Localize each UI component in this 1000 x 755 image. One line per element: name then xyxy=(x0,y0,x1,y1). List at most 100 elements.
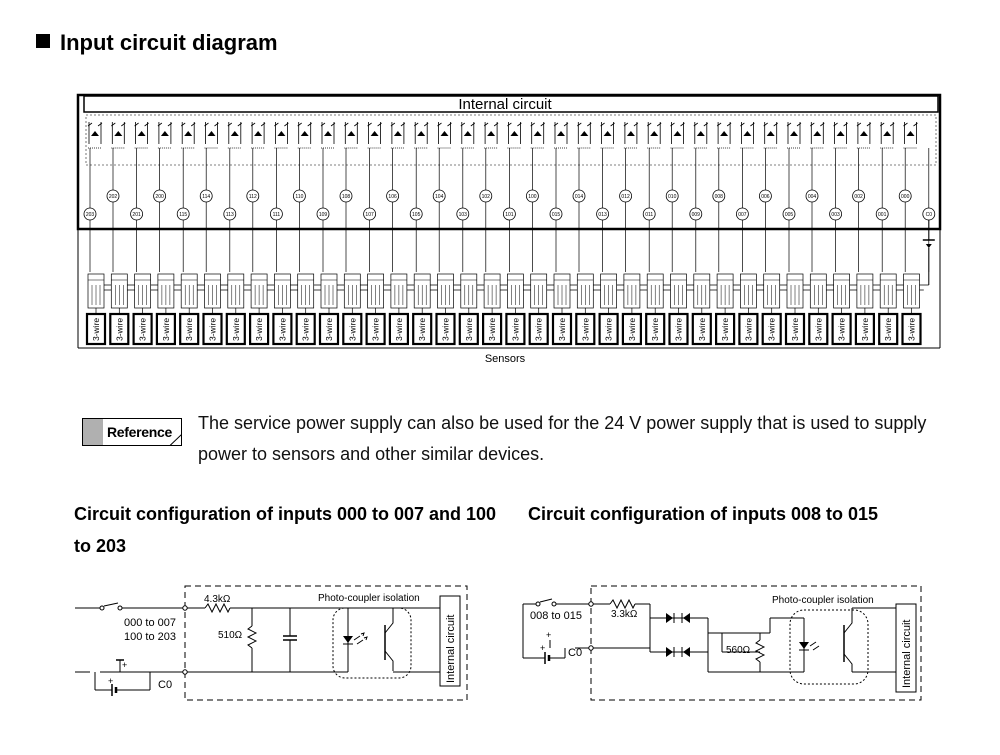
sensor-block: 3-wire xyxy=(528,273,549,346)
optocoupler-unit xyxy=(204,122,219,149)
sensor-label: 3-wire xyxy=(650,318,660,341)
terminal-label: 105 xyxy=(412,212,421,218)
sensor-label: 3-wire xyxy=(487,318,497,341)
terminal-circle xyxy=(642,207,656,221)
svg-text:+: + xyxy=(122,660,127,670)
sensor-block: 3-wire xyxy=(179,273,200,346)
internal-circuit-label-right: Internal circuit xyxy=(901,620,913,688)
sensor-block: 3-wire xyxy=(901,273,922,346)
sensor-label: 3-wire xyxy=(114,318,124,341)
sensor-block: 3-wire xyxy=(505,273,526,346)
internal-circuit-label-left: Internal circuit xyxy=(445,615,457,683)
sensor-label: 3-wire xyxy=(324,318,334,341)
terminal-circle xyxy=(432,189,446,203)
terminal-label: 106 xyxy=(388,194,397,200)
terminal-label: 201 xyxy=(132,212,141,218)
resistor-1-label-right: 3.3kΩ xyxy=(611,609,638,620)
sensor-label: 3-wire xyxy=(674,318,684,341)
sensor-block: 3-wire xyxy=(575,273,596,346)
optocoupler-unit xyxy=(903,122,918,149)
sensor-label: 3-wire xyxy=(767,318,777,341)
terminal-circle xyxy=(549,207,563,221)
terminal-circle xyxy=(456,207,470,221)
terminal-label: 103 xyxy=(459,212,468,218)
terminal-label: 202 xyxy=(109,194,118,200)
terminal-circle xyxy=(526,189,539,203)
sensor-block: 3-wire xyxy=(645,273,666,346)
sensor-block: 3-wire xyxy=(784,273,806,346)
sensor-block: 3-wire xyxy=(132,273,153,346)
optocoupler-unit xyxy=(716,122,732,149)
sensor-block: 3-wire xyxy=(388,273,409,346)
terminal-circle xyxy=(339,189,353,203)
terminal-label: 107 xyxy=(365,212,374,218)
sensor-block: 3-wire xyxy=(365,273,386,346)
optocoupler-unit xyxy=(507,122,522,149)
optocoupler-unit xyxy=(460,122,476,149)
diode-icon xyxy=(666,613,673,623)
terminal-circle xyxy=(898,189,912,203)
terminal-circle xyxy=(83,207,97,221)
sensor-block: 3-wire xyxy=(482,273,503,346)
reference-label: Reference xyxy=(107,424,173,440)
sensor-label: 3-wire xyxy=(417,318,427,341)
internal-circuit-box-left xyxy=(439,595,461,687)
common-label-left: C0 xyxy=(158,679,172,691)
reference-badge-tab xyxy=(83,419,103,445)
optocoupler-unit xyxy=(320,122,336,149)
sensor-label: 3-wire xyxy=(907,318,917,341)
config-circuit-left: 4.3kΩ 510Ω Photo-coupler isolation Inter… xyxy=(75,585,468,701)
terminal-circle xyxy=(292,189,306,203)
sensor-label: 3-wire xyxy=(743,318,753,341)
page-title-text: Input circuit diagram xyxy=(60,30,278,55)
terminal-circle xyxy=(246,189,260,203)
optocoupler-unit xyxy=(600,122,615,149)
optocoupler-unit xyxy=(646,122,662,149)
terminal-label: 113 xyxy=(226,212,234,218)
sensor-label: 3-wire xyxy=(464,318,474,341)
internal-circuit-bar xyxy=(83,95,939,113)
terminal-label: 011 xyxy=(645,212,653,218)
terminal-circle xyxy=(619,189,632,203)
svg-text:+: + xyxy=(546,630,551,640)
terminal-label: 010 xyxy=(668,194,677,200)
isolation-label-left: Photo-coupler isolation xyxy=(318,593,420,604)
common-label-right: C0 xyxy=(568,647,582,659)
reference-badge xyxy=(82,418,182,446)
svg-text:+: + xyxy=(108,676,113,686)
input-label-right: 008 to 015 xyxy=(530,610,582,622)
sensor-block: 3-wire xyxy=(598,273,619,346)
resistor-1-label: 4.3kΩ xyxy=(204,594,231,605)
internal-circuit-label: Internal circuit xyxy=(458,96,552,113)
terminal-label: 007 xyxy=(738,212,747,218)
terminal-circle xyxy=(572,189,586,203)
sensor-label: 3-wire xyxy=(161,318,171,341)
sensor-block: 3-wire xyxy=(458,273,479,346)
terminal-label: 109 xyxy=(319,212,328,218)
sensor-label: 3-wire xyxy=(371,318,381,341)
optocoupler-unit xyxy=(390,122,406,149)
terminal-label: 005 xyxy=(785,212,794,218)
terminal-label: 110 xyxy=(295,194,303,200)
sensor-label: 3-wire xyxy=(790,318,800,341)
terminal-label: 012 xyxy=(621,194,630,200)
terminal-circle xyxy=(875,207,889,221)
sensor-block: 3-wire xyxy=(668,273,689,346)
terminal-circle xyxy=(269,207,283,221)
sensor-label: 3-wire xyxy=(301,318,311,341)
optocoupler-unit xyxy=(297,122,312,149)
optocoupler-unit xyxy=(623,122,639,149)
sensor-block: 3-wire xyxy=(738,273,759,346)
config-circuit-right: 3.3kΩ 560Ω Photo-coupler isolati xyxy=(522,585,922,701)
sensor-block: 3-wire xyxy=(412,273,433,346)
terminal-circle xyxy=(805,189,819,203)
terminal-label: 112 xyxy=(249,194,257,200)
config-right-title: Circuit configuration of inputs 008 to 0… xyxy=(528,504,879,524)
internal-circuit-box xyxy=(76,93,942,231)
switch-contact xyxy=(99,605,105,611)
resistor-4k3 xyxy=(204,602,231,614)
optocoupler-unit xyxy=(483,122,499,149)
terminal-circle xyxy=(153,189,167,203)
terminal-circle xyxy=(130,207,144,221)
